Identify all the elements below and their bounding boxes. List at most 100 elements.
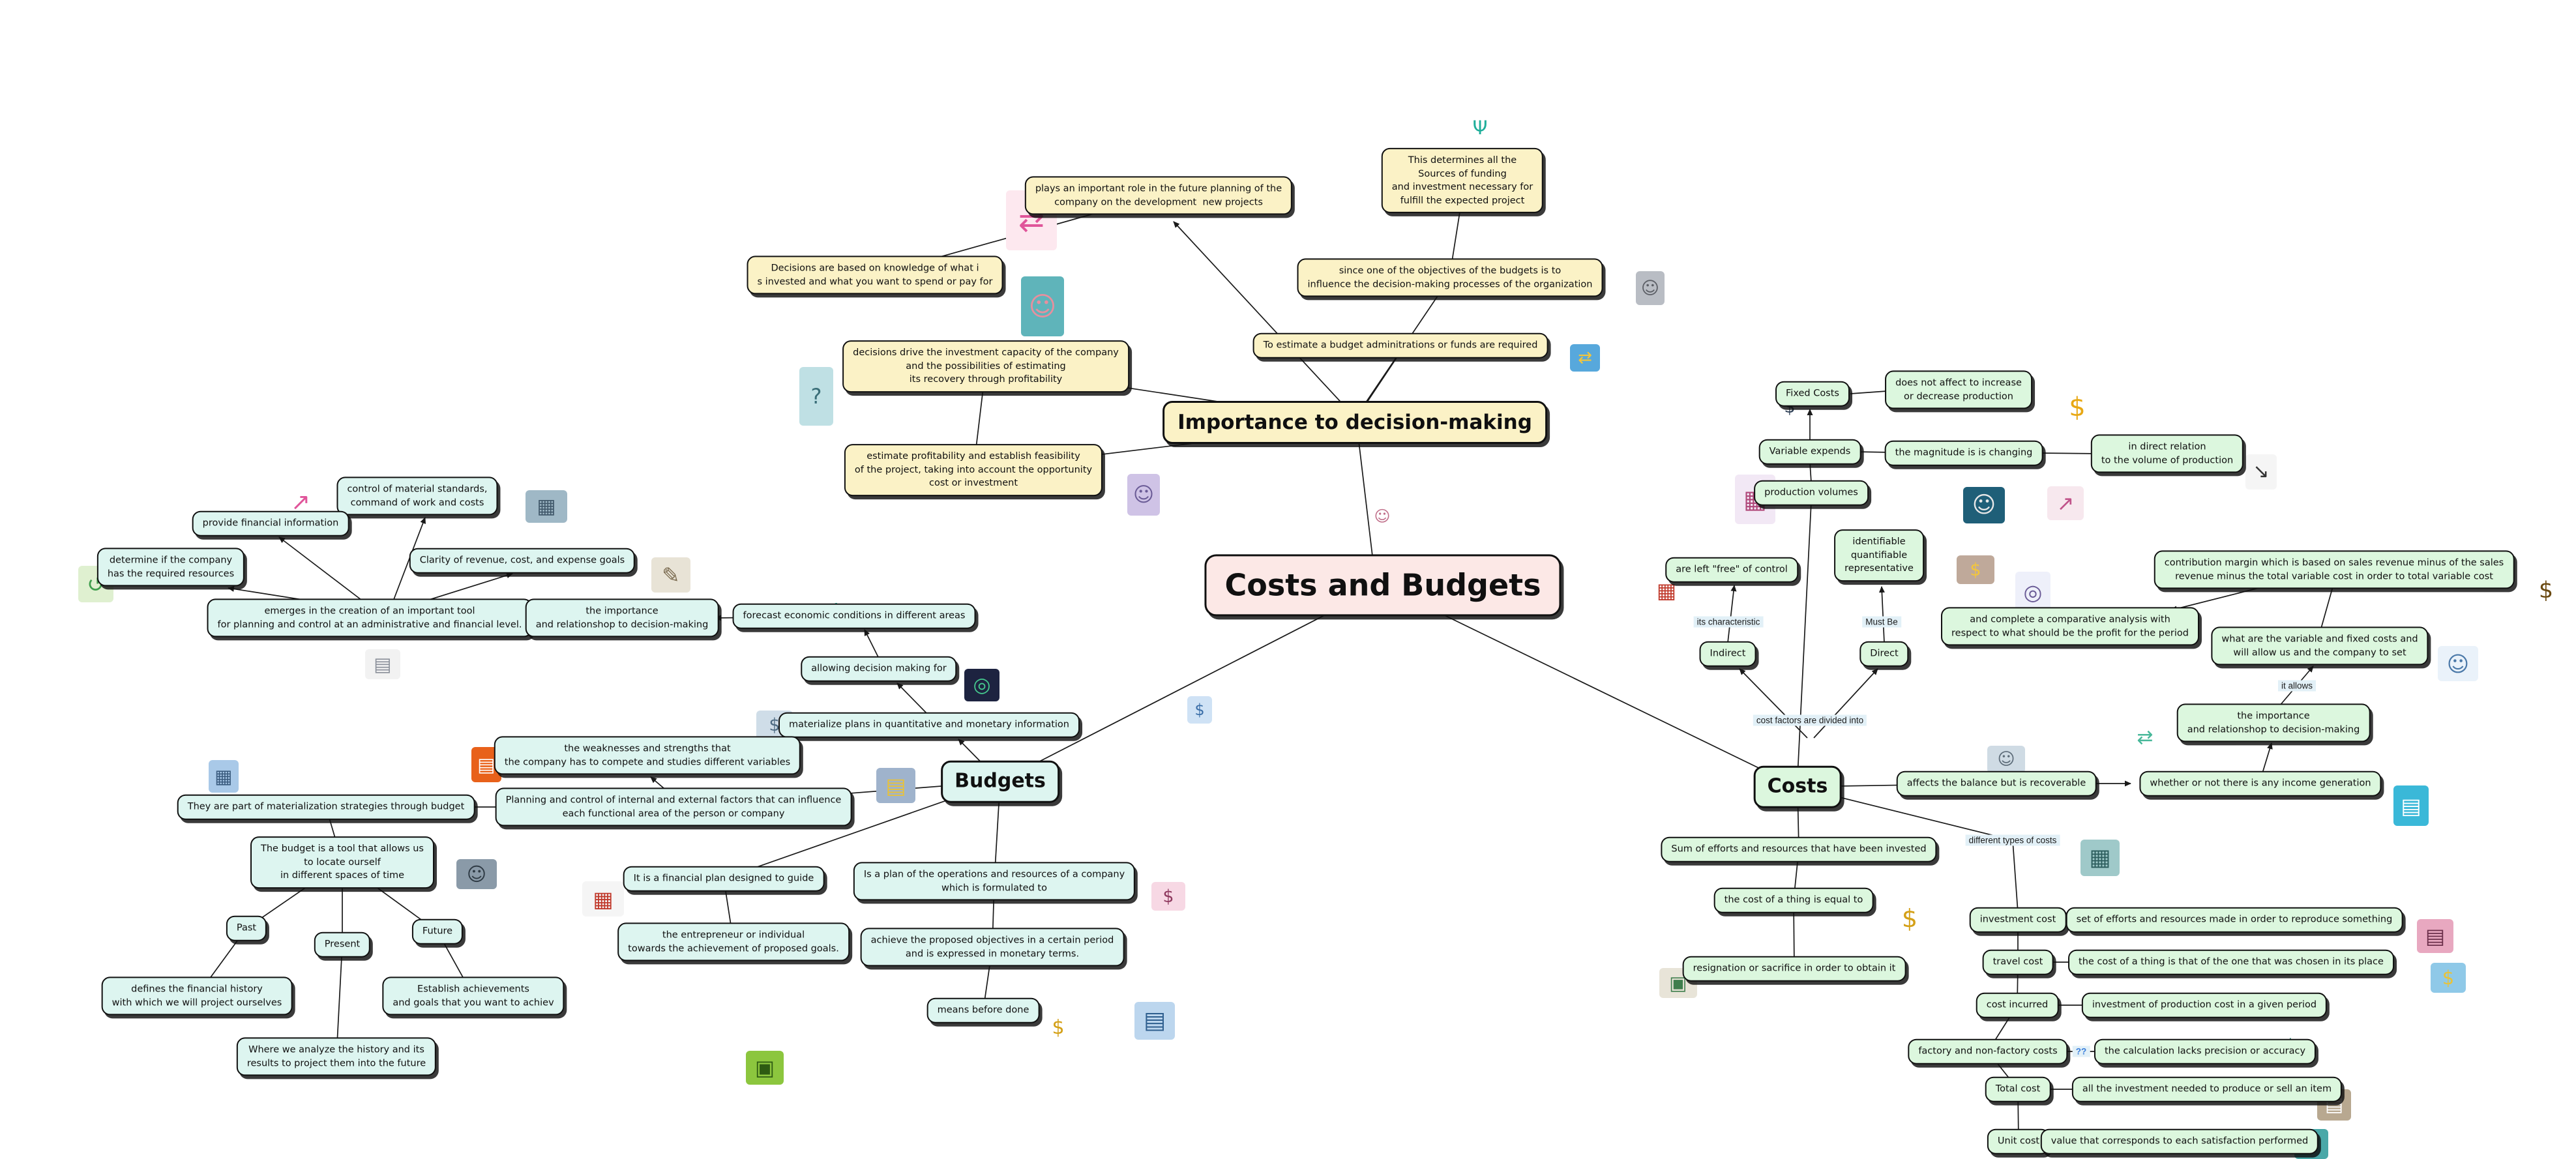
people-coins-icon[interactable]: ☺ [2438, 646, 2478, 681]
laptop-bulb-icon[interactable]: ▣ [746, 1051, 784, 1085]
coin-growth-icon[interactable]: $ [1957, 555, 1994, 584]
node-affects-balance[interactable]: affects the balance but is recoverable [1896, 770, 2097, 797]
node-budgets-heading[interactable]: Budgets [941, 760, 1059, 803]
calc-chart-blue-icon[interactable]: ▦ [209, 760, 239, 793]
node-past[interactable]: Past [226, 915, 267, 941]
brain-signpost-icon[interactable]: ☺ [1021, 276, 1064, 336]
node-budget-tool[interactable]: The budget is a tool that allows us to l… [250, 836, 434, 888]
node-all-investment[interactable]: all the investment needed to produce or … [2071, 1076, 2343, 1102]
node-materialize-plans[interactable]: materialize plans in quantitative and mo… [778, 712, 1080, 738]
node-production-volumes[interactable]: production volumes [1754, 480, 1869, 506]
node-determines-funding[interactable]: This determines all the Sources of fundi… [1381, 147, 1544, 214]
moneybag-logistics-icon[interactable]: $ [2056, 386, 2098, 429]
node-allowing-decision[interactable]: allowing decision making for [801, 656, 957, 682]
node-entrepreneur[interactable]: the entrepreneur or individual towards t… [617, 922, 850, 961]
search-calc-icon[interactable]: ◎ [2015, 572, 2050, 612]
calc-money-icon[interactable]: $ [1151, 882, 1185, 911]
node-unit-cost[interactable]: Unit cost [1987, 1128, 2050, 1154]
node-provide-financial[interactable]: provide financial information [192, 510, 349, 536]
node-direct[interactable]: Direct [1859, 641, 1909, 667]
node-travel-cost[interactable]: travel cost [1982, 949, 2054, 975]
node-cost-of-thing[interactable]: the cost of a thing is that of the one t… [2068, 949, 2394, 975]
person-photo-icon[interactable]: ☺ [1636, 271, 1665, 305]
edge-label-its-characteristic[interactable]: its characteristic [1693, 616, 1764, 628]
node-costs-heading[interactable]: Costs [1753, 765, 1842, 808]
node-control-material[interactable]: control of material standards, command o… [336, 477, 498, 516]
node-cost-equal[interactable]: the cost of a thing is equal to [1713, 887, 1874, 913]
node-investment-production[interactable]: investment of production cost in a given… [2081, 992, 2328, 1018]
node-fixed-costs[interactable]: Fixed Costs [1775, 381, 1850, 407]
hands-calculator-photo-icon[interactable]: ▦ [526, 490, 567, 523]
analysis-docs-icon[interactable]: ▤ [1134, 1002, 1175, 1040]
desk-work-icon[interactable]: ▤ [876, 768, 915, 803]
node-future[interactable]: Future [411, 918, 464, 945]
node-factory-costs[interactable]: factory and non-factory costs [1908, 1038, 2068, 1064]
node-objectives-influence[interactable]: since one of the objectives of the budge… [1297, 258, 1603, 297]
node-forecast-economic[interactable]: forecast economic conditions in differen… [732, 603, 976, 629]
finance-pink-icon[interactable]: ↗ [2047, 486, 2084, 520]
node-whether-income[interactable]: whether or not there is any income gener… [2139, 770, 2382, 797]
node-direct-relation[interactable]: in direct relation to the volume of prod… [2090, 434, 2244, 473]
money-tech-photo-icon[interactable]: ▦ [2080, 840, 2120, 876]
node-comparative-analysis[interactable]: and complete a comparative analysis with… [1941, 607, 2199, 646]
node-not-affect[interactable]: does not affect to increase or decrease … [1885, 370, 2032, 409]
node-part-materialization[interactable]: They are part of materialization strateg… [177, 794, 475, 820]
node-left-free[interactable]: are left "free" of control [1665, 557, 1798, 583]
node-where-analyze[interactable]: Where we analyze the history and its res… [236, 1037, 437, 1076]
node-cost-incurred[interactable]: cost incurred [1976, 992, 2059, 1018]
node-variable-expends[interactable]: Variable expends [1758, 439, 1861, 465]
edge-label-it-allows[interactable]: it allows [2277, 680, 2317, 692]
node-achieve-objectives[interactable]: achieve the proposed objectives in a cer… [860, 928, 1125, 967]
node-establish-achievements[interactable]: Establish achievements and goals that yo… [382, 976, 565, 1016]
node-total-cost[interactable]: Total cost [1985, 1076, 2051, 1102]
node-emerges-tool[interactable]: emerges in the creation of an important … [207, 598, 533, 638]
node-financial-plan[interactable]: It is a financial plan designed to guide [623, 866, 825, 892]
documents-icon[interactable]: ▤ [365, 649, 400, 679]
node-present[interactable]: Present [314, 932, 371, 958]
edge-label-question-marks[interactable]: ?? [2072, 1046, 2090, 1057]
node-weaknesses-strengths[interactable]: the weaknesses and strengths that the co… [494, 736, 801, 775]
node-set-efforts[interactable]: set of efforts and resources made in ord… [2065, 907, 2403, 933]
edge-label-must-be[interactable]: Must Be [1862, 616, 1901, 628]
node-importance-relationship-right[interactable]: the importance and relationshop to decis… [2176, 703, 2371, 742]
money-person-icon[interactable]: $ [1041, 1012, 1075, 1044]
node-importance-heading[interactable]: Importance to decision-making [1162, 400, 1547, 445]
node-plays-role[interactable]: plays an important role in the future pl… [1024, 176, 1293, 215]
target-icon[interactable]: ◎ [964, 669, 999, 701]
gear-money-icon[interactable]: $ [2431, 963, 2466, 993]
calc-pencil-photo-icon[interactable]: ✎ [651, 557, 690, 593]
edge-label-different-types[interactable]: different types of costs [1965, 834, 2060, 846]
workspace-pink-icon[interactable]: ▤ [2417, 919, 2453, 953]
node-estimate-profitability[interactable]: estimate profitability and establish fea… [844, 444, 1103, 496]
node-root-title[interactable]: Costs and Budgets [1204, 554, 1562, 617]
node-clarity-revenue[interactable]: Clarity of revenue, cost, and expense go… [409, 548, 636, 574]
sharing-icon[interactable]: ⇄ [2127, 722, 2163, 754]
teamwork-teal-icon[interactable]: ☺ [1963, 487, 2005, 523]
node-contribution-margin[interactable]: contribution margin which is based on sa… [2154, 550, 2515, 589]
node-investment-cost[interactable]: investment cost [1969, 907, 2067, 933]
money-transfer-icon[interactable]: $ [1187, 696, 1212, 724]
chart-calculator-icon[interactable]: ▦ [582, 881, 624, 917]
coins-calculator-icon[interactable]: $ [1889, 898, 1930, 939]
node-what-are-variable[interactable]: what are the variable and fixed costs an… [2211, 626, 2429, 666]
node-planning-control[interactable]: Planning and control of internal and ext… [495, 787, 852, 827]
node-defines-history[interactable]: defines the financial history with which… [101, 976, 293, 1016]
question-person-icon[interactable]: ? [799, 367, 833, 426]
sprout-icon[interactable]: Ψ [1465, 111, 1495, 144]
node-decisions-knowledge[interactable]: Decisions are based on knowledge of what… [747, 256, 1003, 295]
node-magnitude-changing[interactable]: the magnitude is is changing [1884, 440, 2043, 466]
hands-photo-icon[interactable]: ☺ [1987, 746, 2025, 773]
node-identifiable[interactable]: identifiable quantifiable representative [1834, 529, 1924, 581]
node-sum-efforts[interactable]: Sum of efforts and resources that have b… [1661, 836, 1937, 862]
signpost-blue-icon[interactable]: ⇄ [1570, 344, 1600, 372]
edge-label-cost-factors-divided[interactable]: cost factors are divided into [1753, 714, 1867, 726]
sitting-person-icon[interactable]: ☺ [1370, 499, 1395, 533]
node-calculation-lacks[interactable]: the calculation lacks precision or accur… [2094, 1038, 2317, 1064]
node-value-satisfaction[interactable]: value that corresponds to each satisfact… [2040, 1128, 2319, 1154]
node-indirect[interactable]: Indirect [1699, 641, 1756, 667]
node-importance-relationship-left[interactable]: the importance and relationshop to decis… [525, 598, 719, 638]
node-decisions-drive[interactable]: decisions drive the investment capacity … [842, 340, 1129, 392]
node-resignation[interactable]: resignation or sacrifice in order to obt… [1682, 956, 1906, 982]
node-is-plan[interactable]: Is a plan of the operations and resource… [853, 862, 1136, 901]
calc-docs-teal-icon[interactable]: ▤ [2393, 785, 2429, 826]
